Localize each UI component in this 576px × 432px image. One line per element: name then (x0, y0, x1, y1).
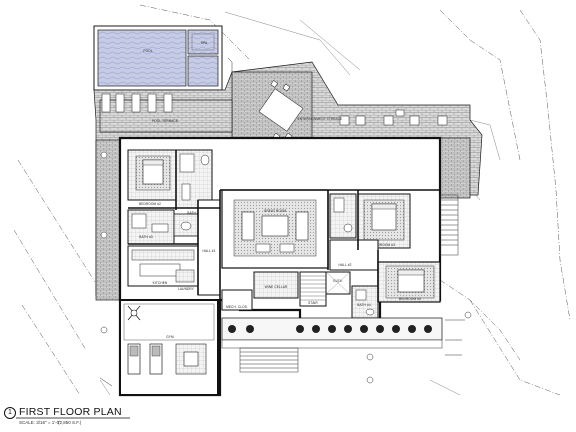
hall-1: HALL #1 (197, 199, 221, 296)
hall-1-label: HALL #1 (203, 249, 216, 253)
core-spaces: STAIR ELEV. WINE CELLAR MECH. CLOS. (221, 271, 351, 311)
entertainment-terrace-label: ENTERTAINMENT TERRACE (298, 117, 343, 121)
bath-4: BATH #4 (351, 285, 379, 319)
hall-2: HALL #2 (329, 239, 379, 271)
gym-label: GYM (166, 335, 174, 339)
site-lines (99, 11, 501, 396)
wine-cellar-label: WINE CELLAR (265, 285, 288, 289)
bath-2: BATH #2 (175, 149, 213, 215)
bedroom-3-label: BEDROOM #3 (373, 243, 395, 247)
landscape-planter (221, 317, 443, 349)
mech-clos-label: MECH. CLOS. (226, 305, 248, 309)
great-room-label: GREAT ROOM (264, 209, 287, 213)
view-number-badge: 1 (4, 407, 16, 419)
drawing-area: (2,850 S.F.) (58, 420, 82, 425)
pool: POOL SPA (93, 25, 223, 91)
hall-2-label: HALL #2 (339, 263, 352, 267)
bath-4-label: BATH #4 (357, 303, 371, 307)
bath-small (329, 193, 357, 239)
gym: GYM (119, 299, 219, 396)
drawing-title: FIRST FLOOR PLAN (19, 406, 122, 418)
bath-2-label: BATH #2 (187, 211, 201, 215)
pool-label: POOL (143, 49, 152, 53)
interior-walls (128, 150, 440, 302)
stair-label: STAIR (308, 301, 318, 305)
bedroom-2-label: BEDROOM #2 (139, 202, 161, 206)
terrace-chairs (339, 109, 448, 126)
bedroom-4-label: BEDROOM #4 (399, 297, 421, 301)
grid-markers (99, 57, 472, 387)
drawing-scale: SCALE: 3/16" = 1'-0" (19, 420, 61, 425)
site-contours (13, 4, 571, 396)
elev-label: ELEV. (333, 279, 342, 283)
bedroom-3: BEDROOM #3 (357, 193, 411, 249)
bedroom-2: BEDROOM #2 (127, 149, 177, 206)
lounge-chairs (101, 93, 173, 113)
bedroom-4: BEDROOM #4 (377, 261, 441, 303)
kitchen-area: KITCHEN LAUNDRY (127, 245, 199, 291)
kitchen-label: KITCHEN (153, 281, 168, 285)
pool-terrace-label: POOL TERRACE (152, 119, 178, 123)
great-room: GREAT ROOM (221, 189, 329, 269)
bath-3: BATH #3 (127, 209, 199, 245)
entry-steps (239, 194, 459, 373)
laundry-label: LAUNDRY (178, 287, 195, 291)
bath-3-label: BATH #3 (139, 235, 153, 239)
spa-label: SPA (201, 41, 208, 45)
terrace-dining-set (258, 80, 304, 141)
